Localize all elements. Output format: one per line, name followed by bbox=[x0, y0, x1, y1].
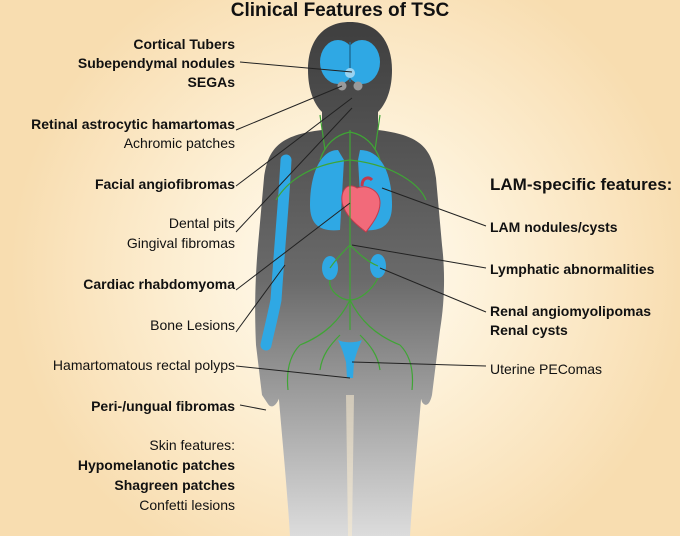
label-dental-pits: Dental pits bbox=[168, 215, 235, 231]
lymphatic-vessels bbox=[275, 114, 427, 391]
label-cardiac-rhabdomyoma: Cardiac rhabdomyoma bbox=[83, 276, 235, 292]
label-uterine-pecomas: Uterine PEComas bbox=[490, 361, 603, 377]
label-facial-angiofibromas: Facial angiofibromas bbox=[94, 176, 235, 192]
label-subependymal-nodules: Subependymal nodules bbox=[77, 55, 235, 71]
label-cortical-tubers: Cortical Tubers bbox=[133, 36, 235, 52]
label-skin-features-heading: Skin features: bbox=[149, 437, 235, 453]
uterus bbox=[338, 340, 362, 378]
label-rectal-polyps: Hamartomatous rectal polyps bbox=[52, 357, 235, 373]
label-renal-angiomyolipomas: Renal angiomyolipomas bbox=[490, 303, 652, 319]
label-lam-nodules: LAM nodules/cysts bbox=[490, 219, 618, 235]
label-gingival-fibromas: Gingival fibromas bbox=[126, 235, 235, 251]
label-shagreen-patches: Shagreen patches bbox=[114, 477, 235, 493]
label-segas: SEGAs bbox=[187, 74, 235, 90]
brain-nodule bbox=[345, 68, 355, 78]
label-retinal-hamartomas: Retinal astrocytic hamartomas bbox=[31, 116, 235, 132]
label-lymphatic-abnormalities: Lymphatic abnormalities bbox=[490, 261, 655, 277]
label-hypomelanotic-patches: Hypomelanotic patches bbox=[77, 457, 235, 473]
lam-features-heading: LAM-specific features: bbox=[490, 175, 673, 194]
label-ungual-fibromas: Peri-/ungual fibromas bbox=[91, 398, 235, 414]
heart bbox=[341, 185, 381, 233]
heart-vessel bbox=[360, 176, 374, 187]
label-renal-cysts: Renal cysts bbox=[490, 322, 568, 338]
left-lung bbox=[310, 150, 344, 231]
leg-gap bbox=[346, 395, 354, 536]
leader-lines bbox=[235, 61, 487, 411]
arm-bone bbox=[260, 154, 292, 351]
right-eye bbox=[353, 81, 363, 91]
label-bone-lesions: Bone Lesions bbox=[150, 317, 235, 333]
label-achromic-patches: Achromic patches bbox=[123, 135, 235, 151]
page-title: Clinical Features of TSC bbox=[230, 0, 450, 21]
label-confetti-lesions: Confetti lesions bbox=[139, 497, 235, 513]
